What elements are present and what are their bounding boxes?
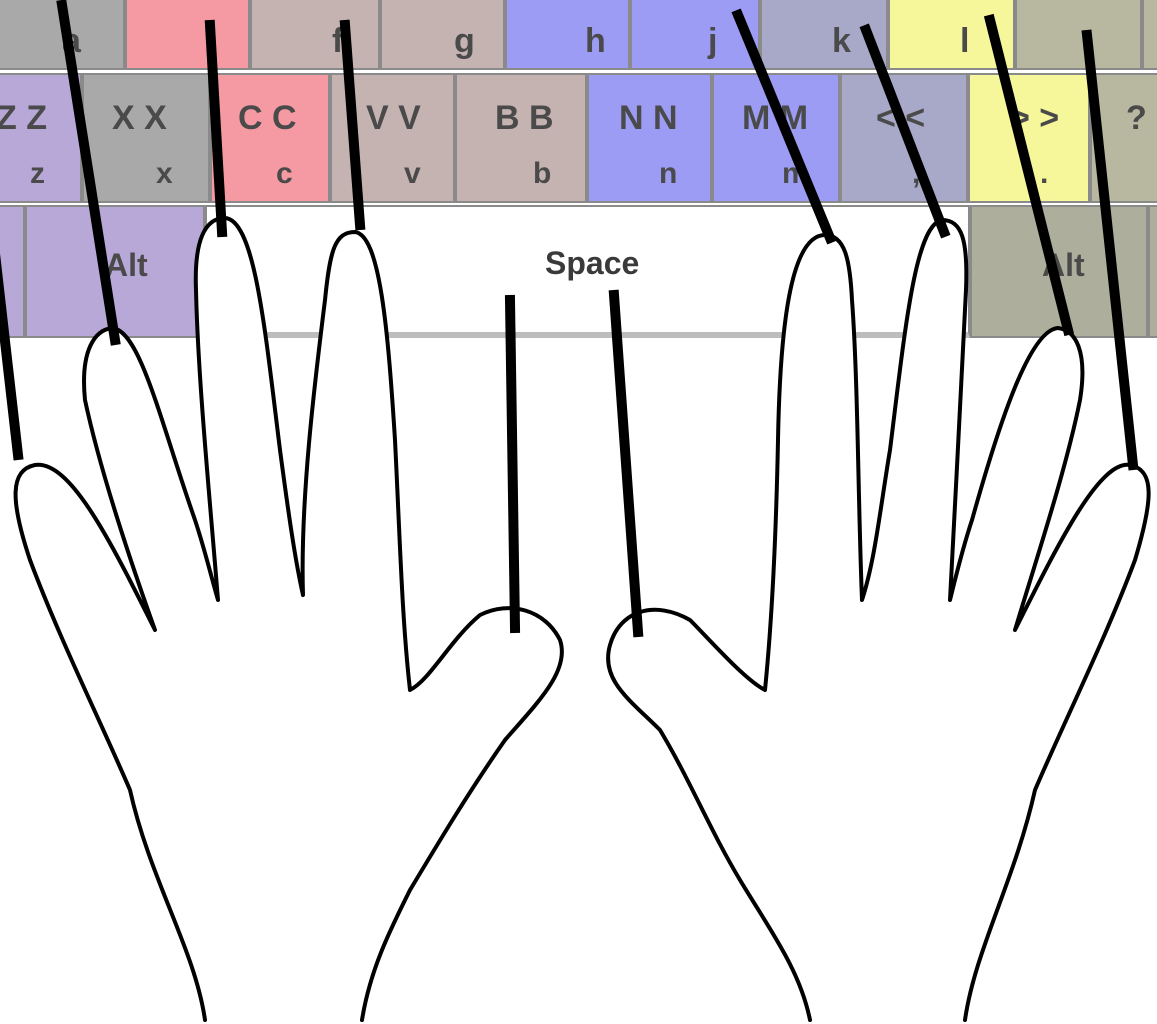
right-hand-outline xyxy=(608,220,1149,1020)
right-pinky-pointer xyxy=(1087,35,1133,465)
left-pinky-pointer xyxy=(0,210,18,455)
right-middle-pointer xyxy=(866,30,944,232)
right-index-pointer xyxy=(738,15,830,238)
right-ring-pointer xyxy=(990,20,1068,330)
left-ring-pointer xyxy=(62,5,115,340)
left-middle-pointer xyxy=(210,25,222,232)
left-hand-outline xyxy=(16,218,562,1020)
right-thumb-pointer xyxy=(614,295,638,632)
left-index-pointer xyxy=(345,25,360,225)
left-thumb-pointer xyxy=(510,300,515,628)
